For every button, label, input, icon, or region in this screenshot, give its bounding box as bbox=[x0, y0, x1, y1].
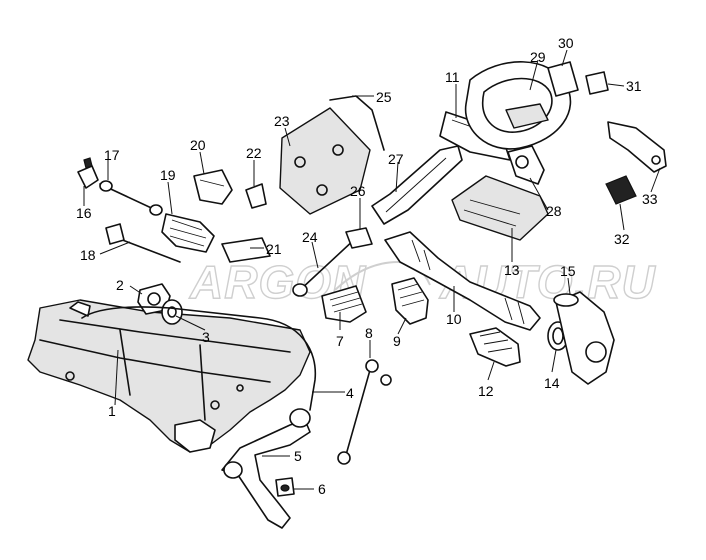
part-32-bush bbox=[605, 175, 637, 205]
callout-19: 19 bbox=[160, 167, 176, 183]
part-28-column-switch bbox=[507, 145, 545, 185]
callout-1: 1 bbox=[108, 403, 116, 419]
leader-lines bbox=[83, 49, 661, 490]
callout-17: 17 bbox=[104, 147, 120, 163]
callout-29: 29 bbox=[530, 49, 546, 65]
part-9-cv-boot bbox=[391, 277, 429, 325]
part-31-clip bbox=[585, 71, 609, 95]
callout-6: 6 bbox=[318, 481, 326, 497]
part-23-bracket-plate bbox=[279, 107, 371, 215]
part-18-outer-tie-rod bbox=[105, 223, 181, 263]
part-8-drop-link bbox=[337, 359, 392, 465]
part-25-bracket-rod bbox=[329, 95, 385, 151]
callout-2: 2 bbox=[116, 277, 124, 293]
callout-25: 25 bbox=[376, 89, 392, 105]
callout-10: 10 bbox=[446, 311, 462, 327]
callout-16: 16 bbox=[76, 205, 92, 221]
callout-18: 18 bbox=[80, 247, 96, 263]
callout-4: 4 bbox=[346, 385, 354, 401]
part-27-steering-column bbox=[371, 145, 463, 225]
part-4-anti-roll-bar bbox=[81, 306, 317, 411]
callout-24: 24 bbox=[302, 229, 318, 245]
callout-27: 27 bbox=[388, 151, 404, 167]
callout-33: 33 bbox=[642, 191, 658, 207]
callout-11: 11 bbox=[445, 69, 460, 85]
part-12-inner-cv-boot bbox=[469, 327, 521, 367]
part-16-tie-rod-end bbox=[77, 157, 99, 189]
callout-13: 13 bbox=[504, 262, 520, 278]
callout-21: 21 bbox=[266, 241, 282, 257]
callout-28: 28 bbox=[546, 203, 562, 219]
callout-31: 31 bbox=[626, 78, 642, 94]
callout-22: 22 bbox=[246, 145, 262, 161]
part-19-rack-boot bbox=[161, 213, 215, 253]
part-15-hub-carrier bbox=[553, 291, 615, 385]
callout-30: 30 bbox=[558, 35, 574, 51]
callout-9: 9 bbox=[393, 333, 401, 349]
watermark: ARGON AUTO.RU bbox=[188, 255, 656, 308]
part-17-tie-rod bbox=[99, 180, 163, 216]
part-22-clip bbox=[245, 183, 267, 209]
part-5-wishbone bbox=[221, 408, 311, 529]
callout-7: 7 bbox=[336, 333, 344, 349]
callout-3: 3 bbox=[202, 329, 210, 345]
part-29-steering-wheel bbox=[464, 61, 572, 150]
callout-23: 23 bbox=[274, 113, 290, 129]
part-33-bracket bbox=[607, 121, 667, 173]
part-3-bush bbox=[161, 299, 183, 325]
callout-8: 8 bbox=[365, 325, 373, 341]
part-1-subframe bbox=[27, 299, 311, 453]
part-13-column-shroud bbox=[451, 175, 549, 241]
callout-5: 5 bbox=[294, 448, 302, 464]
callout-32: 32 bbox=[614, 231, 630, 247]
callout-12: 12 bbox=[478, 383, 494, 399]
part-26-universal-joint bbox=[345, 227, 373, 249]
part-21-heat-shield bbox=[221, 237, 271, 263]
part-6-ball-joint bbox=[275, 477, 295, 497]
callout-20: 20 bbox=[190, 137, 206, 153]
callout-15: 15 bbox=[560, 263, 576, 279]
callout-labels: 1 2 3 4 5 6 7 8 9 10 11 12 13 14 15 16 1… bbox=[76, 35, 658, 497]
callout-14: 14 bbox=[544, 375, 560, 391]
callout-26: 26 bbox=[350, 183, 366, 199]
part-24-lower-shaft bbox=[292, 237, 357, 297]
part-20-rack-mount bbox=[193, 169, 233, 205]
part-10-driveshaft bbox=[384, 231, 541, 331]
part-7-gaiter bbox=[321, 285, 367, 323]
